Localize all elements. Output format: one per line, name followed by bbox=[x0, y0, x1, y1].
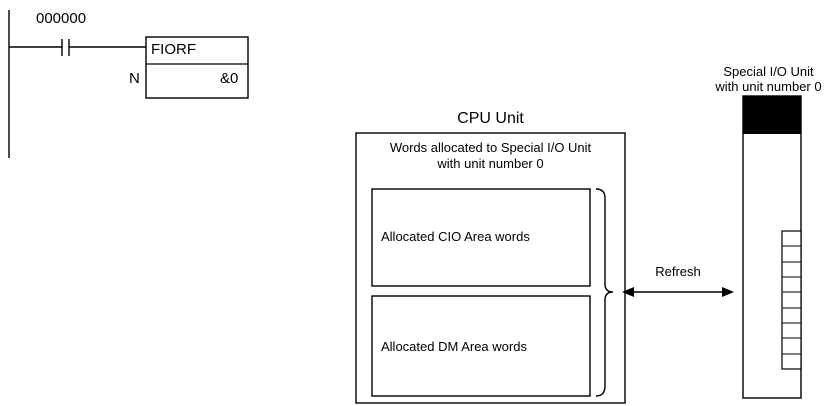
words-allocated-label-line2: with unit number 0 bbox=[437, 156, 544, 171]
special-io-unit-label-line1: Special I/O Unit bbox=[723, 64, 814, 79]
operand-value-label: &0 bbox=[220, 70, 239, 87]
normally-open-contact bbox=[61, 39, 70, 56]
special-io-unit-graphic bbox=[742, 95, 802, 399]
refresh-double-arrow bbox=[622, 287, 734, 297]
cpu-unit-title: CPU Unit bbox=[457, 110, 524, 127]
words-allocated-label-line1: Words allocated to Special I/O Unit bbox=[389, 140, 592, 155]
dm-area-label: Allocated DM Area words bbox=[381, 339, 527, 354]
refresh-label: Refresh bbox=[655, 264, 701, 279]
special-io-unit-label-line2: with unit number 0 bbox=[715, 79, 822, 94]
contact-address-label: 000000 bbox=[36, 10, 87, 27]
instruction-name-label: FIORF bbox=[151, 41, 196, 58]
grouping-brace bbox=[595, 188, 614, 397]
operand-name-label: N bbox=[129, 70, 140, 87]
dm-area-box bbox=[371, 295, 591, 397]
fiorf-instruction-block bbox=[145, 36, 249, 99]
cio-area-box bbox=[371, 188, 591, 287]
cio-area-label: Allocated CIO Area words bbox=[381, 229, 530, 244]
